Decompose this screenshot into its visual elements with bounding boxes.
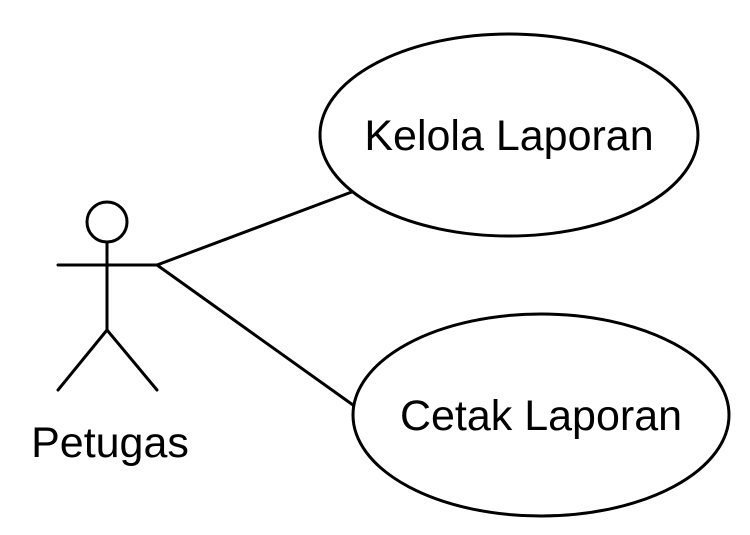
use-case-kelola-laporan[interactable]: Kelola Laporan [318, 32, 700, 238]
use-case-label: Kelola Laporan [364, 112, 653, 160]
use-case-cetak-laporan[interactable]: Cetak Laporan [351, 312, 731, 518]
use-case-ellipse[interactable] [351, 312, 731, 518]
actor-right-leg [105, 328, 159, 392]
actor-label: Petugas [31, 419, 189, 467]
association-petugas-kelola-laporan [155, 188, 359, 267]
association-petugas-cetak-laporan [155, 263, 362, 412]
actor-left-leg [56, 328, 109, 392]
actor-head [85, 200, 129, 244]
use-case-label: Cetak Laporan [400, 392, 682, 440]
actor-petugas: Petugas [31, 200, 189, 467]
use-case-ellipse[interactable] [318, 32, 700, 238]
